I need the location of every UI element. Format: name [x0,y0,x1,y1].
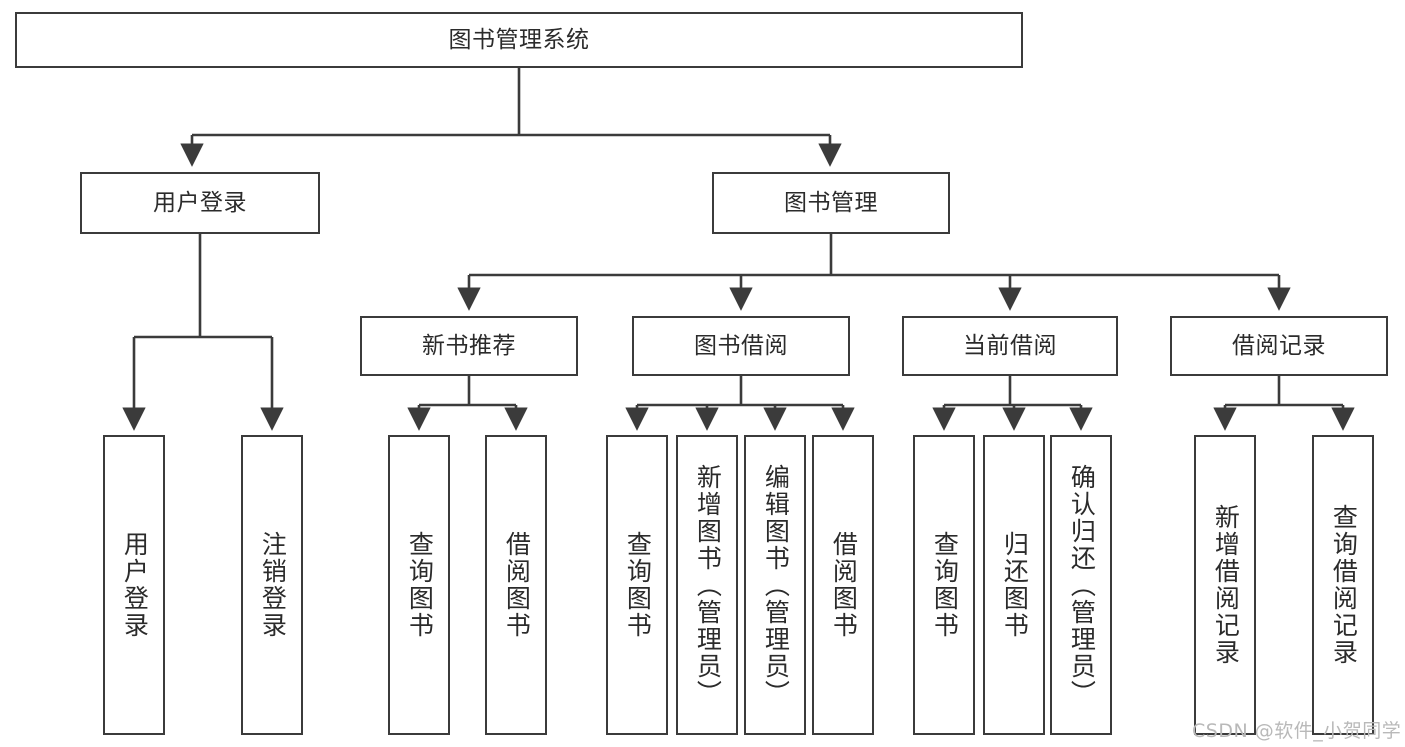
node-book-manage-label: 图书管理 [784,189,878,216]
node-leaf-br-query-label: 查询借阅记录 [1329,504,1359,666]
node-book-borrow[interactable]: 图书借阅 [632,316,850,376]
node-root[interactable]: 图书管理系统 [15,12,1023,68]
node-leaf-cb-confirm[interactable]: 确认归还（管理员） [1050,435,1112,735]
node-borrow-record[interactable]: 借阅记录 [1170,316,1388,376]
node-borrow-record-label: 借阅记录 [1232,332,1326,359]
node-leaf-cb-confirm-label: 确认归还（管理员） [1067,463,1097,707]
node-leaf-br-query[interactable]: 查询借阅记录 [1312,435,1374,735]
node-leaf-br-add-label: 新增借阅记录 [1211,504,1241,666]
node-root-label: 图书管理系统 [448,26,590,53]
node-leaf-cb-return-label: 归还图书 [1000,531,1030,639]
node-leaf-bb-edit[interactable]: 编辑图书（管理员） [744,435,806,735]
node-leaf-bb-edit-label: 编辑图书（管理员） [761,463,791,707]
node-leaf-rec-borrow[interactable]: 借阅图书 [485,435,547,735]
node-leaf-user-login-label: 用户登录 [120,531,150,639]
node-leaf-bb-add[interactable]: 新增图书（管理员） [676,435,738,735]
node-leaf-cb-query[interactable]: 查询图书 [913,435,975,735]
node-book-borrow-label: 图书借阅 [694,332,788,359]
node-current-borrow[interactable]: 当前借阅 [902,316,1118,376]
node-user-login-label: 用户登录 [153,189,247,216]
node-leaf-bb-query[interactable]: 查询图书 [606,435,668,735]
node-leaf-bb-query-label: 查询图书 [623,531,653,639]
node-leaf-rec-query[interactable]: 查询图书 [388,435,450,735]
csdn-watermark: CSDN @软件_小贺同学 [1192,720,1402,742]
node-book-manage[interactable]: 图书管理 [712,172,950,234]
node-user-login[interactable]: 用户登录 [80,172,320,234]
node-leaf-rec-query-label: 查询图书 [405,531,435,639]
node-leaf-logout[interactable]: 注销登录 [241,435,303,735]
node-new-book-rec[interactable]: 新书推荐 [360,316,578,376]
node-leaf-bb-add-label: 新增图书（管理员） [693,463,723,707]
node-leaf-user-login[interactable]: 用户登录 [103,435,165,735]
node-leaf-br-add[interactable]: 新增借阅记录 [1194,435,1256,735]
node-current-borrow-label: 当前借阅 [963,332,1057,359]
node-new-book-rec-label: 新书推荐 [422,332,516,359]
node-leaf-cb-query-label: 查询图书 [930,531,960,639]
node-leaf-bb-borrow[interactable]: 借阅图书 [812,435,874,735]
node-leaf-cb-return[interactable]: 归还图书 [983,435,1045,735]
node-leaf-rec-borrow-label: 借阅图书 [502,531,532,639]
node-leaf-logout-label: 注销登录 [258,531,288,639]
node-leaf-bb-borrow-label: 借阅图书 [829,531,859,639]
